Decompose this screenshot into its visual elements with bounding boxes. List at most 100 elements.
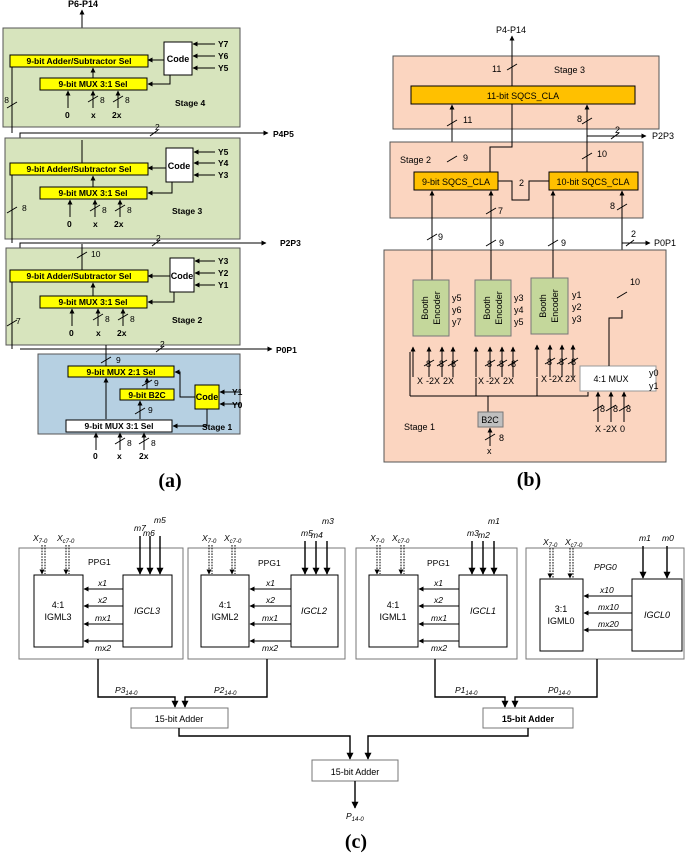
svg-text:2: 2 xyxy=(615,125,620,135)
svg-text:Stage 4: Stage 4 xyxy=(175,98,206,108)
svg-text:2: 2 xyxy=(155,122,160,132)
svg-text:Stage 2: Stage 2 xyxy=(172,315,203,325)
svg-text:IGML1: IGML1 xyxy=(379,612,406,622)
panel-a: P6-P14 9 9-bit Adder/Subtractor Sel 9-bi… xyxy=(2,0,301,492)
svg-text:y3: y3 xyxy=(514,293,524,303)
svg-text:PPG1: PPG1 xyxy=(258,558,281,568)
svg-text:9-bit MUX 3:1 Sel: 9-bit MUX 3:1 Sel xyxy=(59,297,128,307)
svg-text:8: 8 xyxy=(151,438,156,448)
svg-text:8: 8 xyxy=(626,404,631,414)
svg-text:8: 8 xyxy=(426,359,431,369)
svg-text:9-bit Adder/Subtractor Sel: 9-bit Adder/Subtractor Sel xyxy=(26,164,131,174)
svg-text:-2X: -2X xyxy=(426,376,440,386)
svg-text:0: 0 xyxy=(67,219,72,229)
svg-text:Stage 1: Stage 1 xyxy=(404,422,435,432)
svg-text:m1: m1 xyxy=(488,516,500,526)
a-output-p4p5: P4P5 xyxy=(273,129,294,139)
svg-text:2X: 2X xyxy=(565,374,576,384)
svg-text:x2: x2 xyxy=(433,595,443,605)
a-output-p2p3: P2P3 xyxy=(280,238,301,248)
svg-text:9-bit Adder/Subtractor Sel: 9-bit Adder/Subtractor Sel xyxy=(26,271,131,281)
b-output-p0p1: P0P1 xyxy=(654,238,676,248)
svg-text:2: 2 xyxy=(519,178,524,188)
svg-text:m7: m7 xyxy=(134,523,146,533)
svg-text:mx1: mx1 xyxy=(95,613,111,623)
a-stage1-mux21 xyxy=(67,365,175,378)
svg-text:9: 9 xyxy=(561,238,566,248)
svg-text:P014-0: P014-0 xyxy=(548,685,571,697)
a-output-p0p1: P0P1 xyxy=(276,345,297,355)
svg-text:9-bit Adder/Subtractor Sel: 9-bit Adder/Subtractor Sel xyxy=(26,56,131,66)
svg-text:-2X: -2X xyxy=(549,374,563,384)
svg-text:9: 9 xyxy=(499,238,504,248)
svg-text:mx1: mx1 xyxy=(262,613,278,623)
svg-text:Booth: Booth xyxy=(482,296,492,320)
svg-text:10-bit SQCS_CLA: 10-bit SQCS_CLA xyxy=(556,177,629,187)
svg-text:IGML3: IGML3 xyxy=(44,612,71,622)
caption-c: (c) xyxy=(345,831,367,853)
svg-text:15-bit Adder: 15-bit Adder xyxy=(331,767,380,777)
svg-text:X7-0: X7-0 xyxy=(369,533,385,545)
svg-text:Xc7-0: Xc7-0 xyxy=(223,533,242,545)
svg-text:0: 0 xyxy=(620,424,625,434)
svg-text:15-bit Adder: 15-bit Adder xyxy=(502,714,555,724)
svg-text:P114-0: P114-0 xyxy=(455,685,478,697)
b-b2c xyxy=(477,411,504,428)
svg-text:11: 11 xyxy=(492,64,501,74)
svg-text:8: 8 xyxy=(130,314,135,324)
svg-text:8: 8 xyxy=(105,314,110,324)
svg-text:IGML2: IGML2 xyxy=(211,612,238,622)
svg-text:B2C: B2C xyxy=(481,415,499,425)
svg-text:P314-0: P314-0 xyxy=(115,685,138,697)
ppg-block-2: PPG1 4:1 IGML2 IGCL2 x1 x2 mx1 mx2 m5 m4… xyxy=(187,516,346,660)
svg-text:y5: y5 xyxy=(514,317,524,327)
svg-text:X: X xyxy=(417,376,423,386)
svg-text:y3: y3 xyxy=(572,314,582,324)
svg-text:X7-0: X7-0 xyxy=(32,533,48,545)
svg-text:Encoder: Encoder xyxy=(550,289,560,323)
svg-text:9-bit MUX 3:1 Sel: 9-bit MUX 3:1 Sel xyxy=(59,79,128,89)
svg-text:X7-0: X7-0 xyxy=(542,537,558,549)
svg-text:mx2: mx2 xyxy=(431,643,447,653)
svg-text:IGCL3: IGCL3 xyxy=(134,606,160,616)
b-booth-encoder-2 xyxy=(474,279,512,337)
svg-text:y2: y2 xyxy=(572,302,582,312)
svg-text:2X: 2X xyxy=(503,376,514,386)
svg-text:x2: x2 xyxy=(97,595,107,605)
svg-text:Encoder: Encoder xyxy=(494,291,504,325)
svg-text:7: 7 xyxy=(16,316,21,326)
svg-text:y6: y6 xyxy=(452,305,462,315)
svg-text:m0: m0 xyxy=(662,533,674,543)
svg-text:2: 2 xyxy=(160,339,165,349)
svg-text:9-bit SQCS_CLA: 9-bit SQCS_CLA xyxy=(422,177,490,187)
svg-text:Y2: Y2 xyxy=(218,268,229,278)
ppg-block-1: PPG1 4:1 IGML3 IGCL3 x1 x2 mx1 mx2 m7 m6… xyxy=(18,515,184,660)
svg-text:Code: Code xyxy=(167,54,190,64)
svg-text:x: x xyxy=(487,446,492,456)
svg-text:4:1 MUX: 4:1 MUX xyxy=(593,374,628,384)
svg-text:Y5: Y5 xyxy=(218,147,229,157)
svg-text:x1: x1 xyxy=(97,578,107,588)
svg-text:8: 8 xyxy=(499,359,504,369)
svg-text:Y1: Y1 xyxy=(218,280,229,290)
svg-text:9: 9 xyxy=(148,405,153,415)
svg-text:Y3: Y3 xyxy=(218,256,229,266)
svg-text:11-bit SQCS_CLA: 11-bit SQCS_CLA xyxy=(487,91,559,101)
svg-text:4:1: 4:1 xyxy=(52,600,65,610)
svg-text:X7-0: X7-0 xyxy=(201,533,217,545)
svg-text:8: 8 xyxy=(511,359,516,369)
svg-text:9-bit MUX 3:1 Sel: 9-bit MUX 3:1 Sel xyxy=(59,188,128,198)
b-mux41 xyxy=(579,365,657,392)
svg-text:Xc7-0: Xc7-0 xyxy=(391,533,410,545)
svg-text:x: x xyxy=(93,219,98,229)
svg-text:IGML0: IGML0 xyxy=(547,616,574,626)
svg-text:10: 10 xyxy=(630,277,640,287)
svg-text:IGCL1: IGCL1 xyxy=(470,606,496,616)
svg-text:PPG1: PPG1 xyxy=(427,558,450,568)
svg-text:-2X: -2X xyxy=(486,376,500,386)
svg-text:x: x xyxy=(91,110,96,120)
svg-text:Y4: Y4 xyxy=(218,158,229,168)
svg-text:2x: 2x xyxy=(114,219,124,229)
svg-text:0: 0 xyxy=(69,328,74,338)
